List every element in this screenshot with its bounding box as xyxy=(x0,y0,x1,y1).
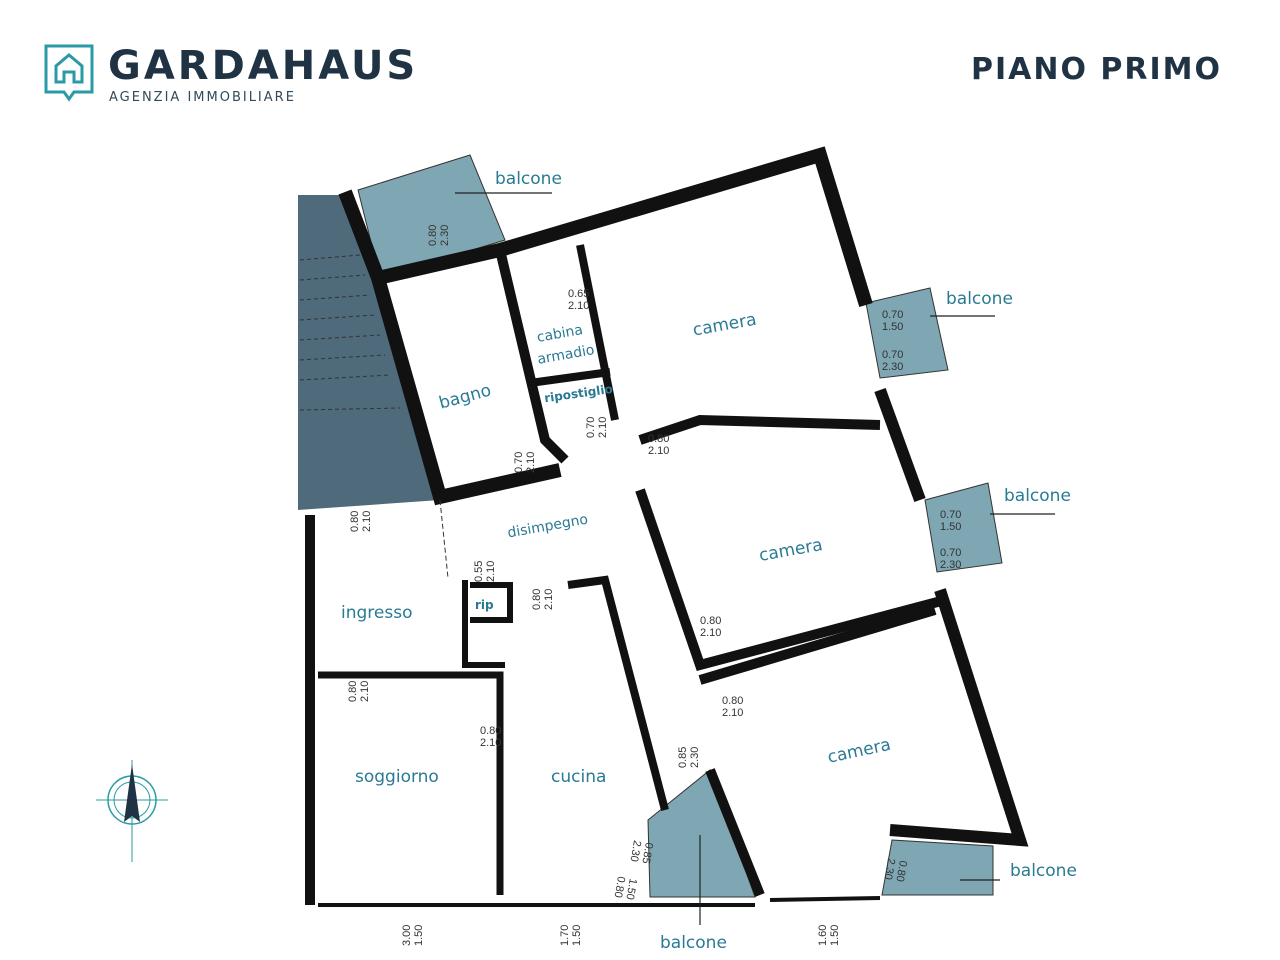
house-pin-icon xyxy=(44,44,94,102)
dimension-label: 0.70 xyxy=(585,417,597,438)
open-boundary xyxy=(439,499,449,579)
label-ripostiglio: ripostiglio xyxy=(543,382,613,405)
dimension-label: 2.30 xyxy=(628,839,644,862)
dimension-label: 0.85 xyxy=(677,747,689,768)
north-arrow-icon xyxy=(96,760,168,862)
label-balcone-br: balcone xyxy=(1010,861,1077,881)
label-armadio: armadio xyxy=(536,342,596,368)
dimension-label: 0.80 xyxy=(347,681,359,702)
dimension-label: 3.00 xyxy=(401,925,413,946)
walls xyxy=(305,146,1029,907)
dimension-label: 0.80 xyxy=(700,615,721,627)
label-cabina: cabina xyxy=(536,322,585,346)
leader-lines xyxy=(455,192,1055,925)
dimension-label: 2.30 xyxy=(882,857,898,880)
dimension-label: 2.30 xyxy=(940,559,961,571)
brand-name: GARDAHAUS xyxy=(108,43,419,89)
floor-title: PIANO PRIMO xyxy=(970,52,1222,87)
dimension-label: 2.10 xyxy=(722,707,743,719)
dimension-label: 0.80 xyxy=(349,511,361,532)
logo xyxy=(44,44,96,104)
stairs xyxy=(299,254,401,411)
dimension-label: 0.70 xyxy=(882,309,903,321)
dimension-label: 0.55 xyxy=(473,561,485,582)
dimension-label: 2.10 xyxy=(485,561,497,582)
dimension-label: 2.10 xyxy=(480,737,501,749)
dimension-label: 1.70 xyxy=(559,925,571,946)
dimension-label: 0.80 xyxy=(480,725,501,737)
dimension-label: 0.80 xyxy=(722,695,743,707)
dimension-label: 1.50 xyxy=(882,321,903,333)
dimension-label: 0.70 xyxy=(940,547,961,559)
label-disimpegno: disimpegno xyxy=(506,512,589,542)
dimension-label: 0.70 xyxy=(882,349,903,361)
label-balcone-right1: balcone xyxy=(946,289,1013,309)
dimension-label: 2.30 xyxy=(439,225,451,246)
dimension-label: 2.10 xyxy=(543,589,555,610)
label-balcone-bottom: balcone xyxy=(660,933,727,953)
dimension-label: 1.50 xyxy=(940,521,961,533)
dimension-label: 2.10 xyxy=(597,417,609,438)
dimension-label: 0.65 xyxy=(568,288,589,300)
dimension-label: 0.80 xyxy=(648,433,669,445)
dimension-label: 1.60 xyxy=(817,925,829,946)
balconies xyxy=(357,154,1003,898)
label-balcone-top: balcone xyxy=(495,169,562,189)
label-camera-3: camera xyxy=(826,735,893,768)
dimension-label: 1.50 xyxy=(623,877,639,900)
dimension-label: 2.10 xyxy=(359,681,371,702)
label-bagno: bagno xyxy=(437,380,494,413)
dimension-label: 0.80 xyxy=(531,589,543,610)
dimension-label: 0.85 xyxy=(639,841,655,864)
brand-tagline: AGENZIA IMMOBILIARE xyxy=(109,90,296,105)
label-ingresso: ingresso xyxy=(341,603,412,623)
stairwell xyxy=(298,195,440,510)
dimension-label: 0.80 xyxy=(427,225,439,246)
dimension-label: 2.10 xyxy=(568,300,589,312)
dimension-label: 2.10 xyxy=(525,452,537,473)
label-cucina: cucina xyxy=(551,767,606,787)
label-camera-1: camera xyxy=(691,310,758,341)
dimension-label: 2.10 xyxy=(648,445,669,457)
dimension-label: 1.50 xyxy=(413,925,425,946)
dimension-label: 2.10 xyxy=(700,627,721,639)
dimension-label: 0.80 xyxy=(893,859,909,882)
dimension-label: 0.80 xyxy=(612,875,628,898)
dimension-label: 0.70 xyxy=(513,452,525,473)
dimension-label: 2.30 xyxy=(882,361,903,373)
label-soggiorno: soggiorno xyxy=(355,767,439,787)
label-balcone-right2: balcone xyxy=(1004,486,1071,506)
label-rip: rip xyxy=(475,598,494,612)
dimension-label: 2.30 xyxy=(689,747,701,768)
dimension-label: 2.10 xyxy=(361,511,373,532)
dimension-label: 1.50 xyxy=(829,925,841,946)
label-camera-2: camera xyxy=(757,535,824,566)
dimension-label: 0.70 xyxy=(940,509,961,521)
dimension-label: 1.50 xyxy=(571,925,583,946)
